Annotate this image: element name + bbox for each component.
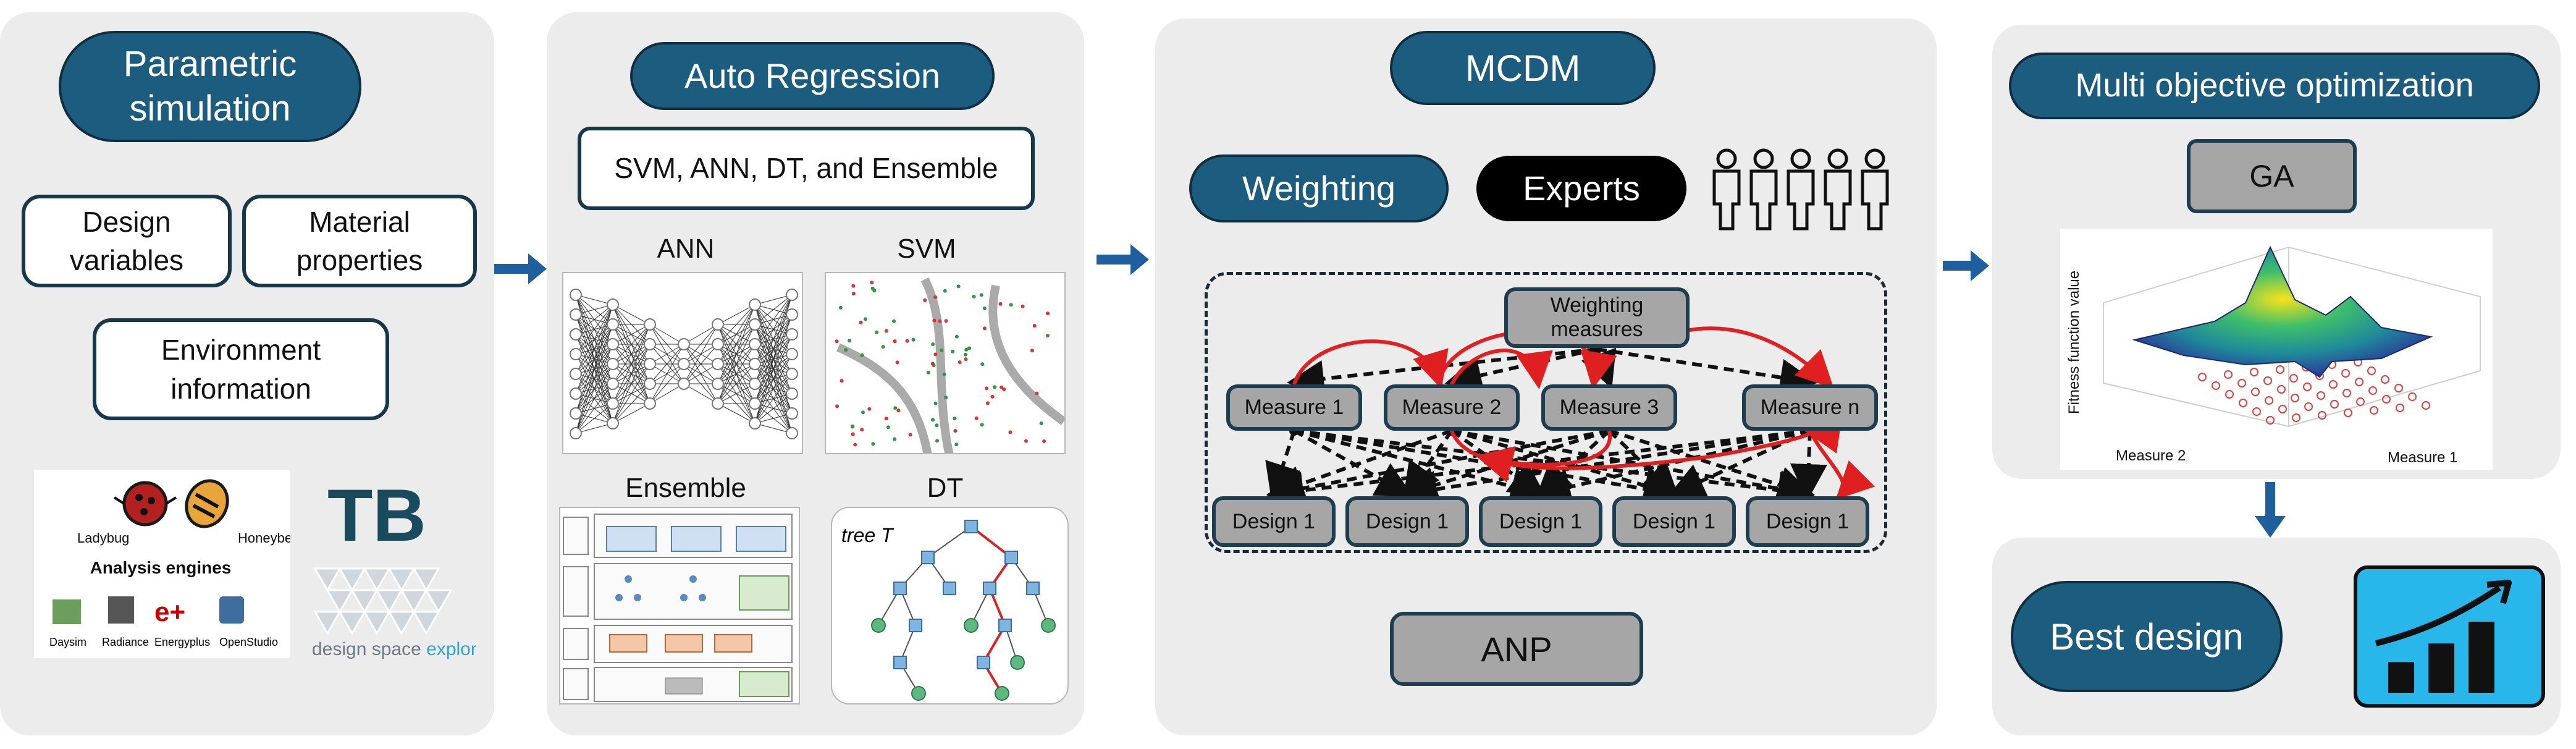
radiance-label: Radiance <box>102 636 149 648</box>
y-axis-label: Measure 2 <box>2116 447 2186 464</box>
ladybug-label: Ladybug <box>77 530 129 546</box>
mcdm-title: MCDM <box>1390 31 1656 105</box>
measure-node-2: Measure 2 <box>1384 384 1520 431</box>
daysim-icon <box>53 599 81 624</box>
measure-node-n: Measure n <box>1742 384 1878 431</box>
design-node-3: Design 1 <box>1479 496 1602 547</box>
openstudio-icon <box>219 596 244 624</box>
svg-text:design space explorati: design space explorati <box>312 639 476 659</box>
weighting-pill: Weighting <box>1189 154 1449 222</box>
svm-label: SVM <box>897 234 956 264</box>
multi-objective-title: Multi objective optimization <box>2009 53 2540 119</box>
dse-caption-1: design space <box>312 639 426 659</box>
analysis-engines-label: Analysis engines <box>90 558 232 577</box>
design-variables-box: Design variables <box>22 195 232 287</box>
anp-box: ANP <box>1390 612 1643 686</box>
methods-box: SVM, ANN, DT, and Ensemble <box>578 127 1035 210</box>
arrow-optimization-to-best-design <box>2255 482 2286 538</box>
design-node-4: Design 1 <box>1612 496 1736 547</box>
auto-regression-title: Auto Regression <box>630 42 995 110</box>
design-node-2: Design 1 <box>1345 496 1469 547</box>
ann-image <box>562 272 803 454</box>
dt-image: tree T <box>831 507 1069 705</box>
svm-image <box>825 272 1066 454</box>
tree-label: tree T <box>841 524 894 546</box>
growth-chart-icon <box>2354 565 2545 708</box>
arrow-stage3-to-stage4 <box>1943 250 1989 281</box>
arrow-stage1-to-stage2 <box>494 253 547 284</box>
dse-caption-2: explorati <box>426 639 476 659</box>
material-properties-box: Material properties <box>242 195 477 287</box>
ladybug-icon <box>113 481 177 527</box>
z-axis-label: Fitness function value <box>2066 271 2082 414</box>
design-node-5: Design 1 <box>1746 496 1869 547</box>
analysis-engines-image: Ladybug Honeybe Analysis engines e+ Days… <box>34 470 290 658</box>
design-space-exploration-logo: TB design space explorati <box>309 476 476 680</box>
radiance-icon <box>108 596 134 624</box>
openstudio-label: OpenStudio <box>219 636 278 648</box>
weighting-measures-node: Weighting measures <box>1504 287 1690 348</box>
measure-node-3: Measure 3 <box>1541 384 1677 431</box>
ga-box: GA <box>2187 139 2357 213</box>
ensemble-image <box>559 507 800 705</box>
parametric-simulation-title: Parametric simulation <box>59 31 361 142</box>
measure-node-1: Measure 1 <box>1226 384 1362 431</box>
environment-information-box: Environment information <box>93 318 389 420</box>
experts-pill: Experts <box>1476 156 1686 221</box>
dt-label: DT <box>927 473 964 503</box>
arrow-stage2-to-stage3 <box>1096 244 1149 275</box>
dse-logo-letters: TB <box>327 476 426 557</box>
fitness-surface <box>2132 245 2433 378</box>
energyplus-icon: e+ <box>154 597 185 627</box>
ann-label: ANN <box>657 234 715 264</box>
design-node-1: Design 1 <box>1212 496 1336 547</box>
anp-network-frame <box>1205 272 1887 553</box>
best-design-pill: Best design <box>2011 581 2283 692</box>
x-axis-label: Measure 1 <box>2388 449 2457 466</box>
honeybee-icon <box>185 479 229 528</box>
fitness-surface-plot: Fitness function value Measure 2 Measure… <box>2060 229 2493 470</box>
energyplus-label: Energyplus <box>154 636 210 648</box>
daysim-label: Daysim <box>49 636 86 648</box>
ensemble-label: Ensemble <box>625 473 746 503</box>
honeybee-label: Honeybe <box>238 530 290 546</box>
experts-people-icon <box>1711 145 1896 232</box>
